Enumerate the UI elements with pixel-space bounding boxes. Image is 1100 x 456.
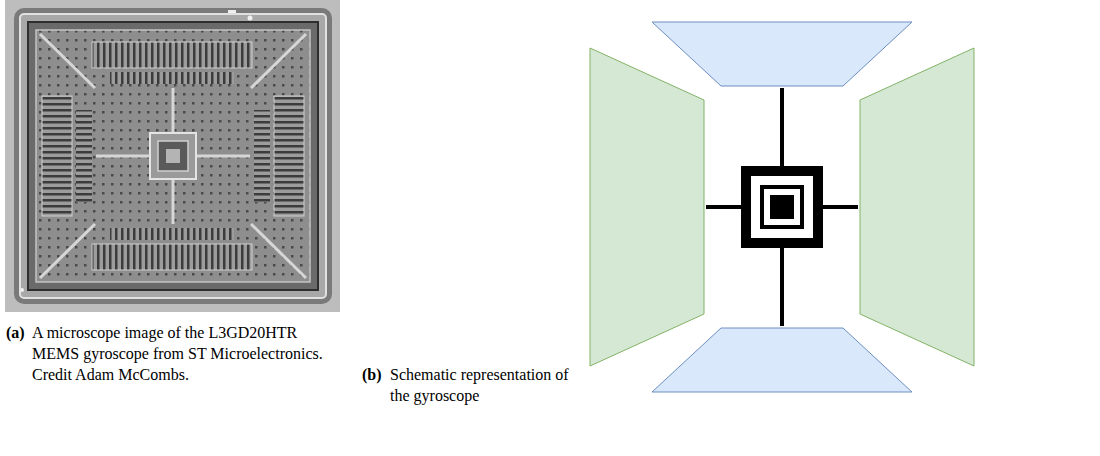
subfigure-caption: A microscope image of the L3GD20HTR MEMS…: [32, 322, 342, 385]
sem-image: [5, 0, 340, 312]
subfigure-caption: Schematic representation of the gyroscop…: [390, 364, 580, 406]
subfigure-tag: (b): [362, 364, 390, 385]
subfigure-tag: (a): [6, 322, 32, 343]
gyroscope-schematic: [590, 22, 974, 392]
